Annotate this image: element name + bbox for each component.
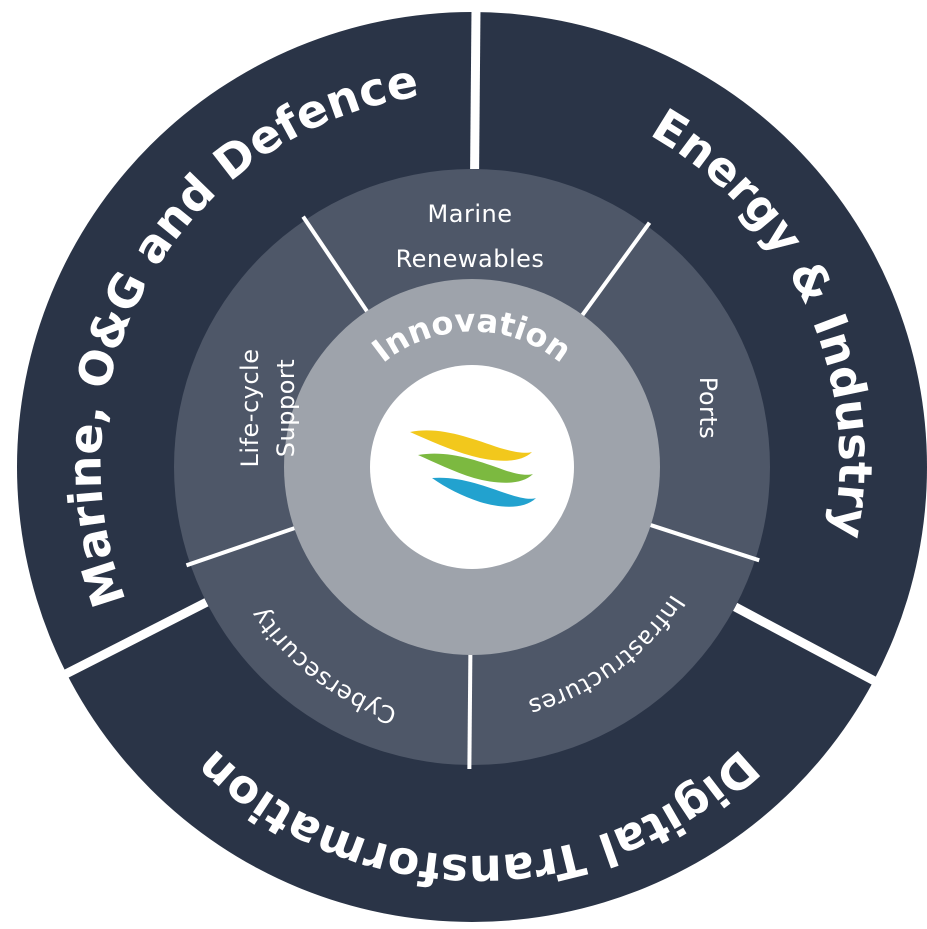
wave-logo-icon: [410, 430, 536, 507]
outer-ring-divider: [470, 4, 481, 170]
middle-ring-divider: [467, 651, 473, 770]
segment-label-ports: Ports: [694, 377, 722, 440]
middle-ring-divider: [301, 215, 371, 315]
logo-blue-wave: [432, 477, 536, 507]
middle-ring-divider: [185, 525, 298, 568]
label-line: Marine: [428, 200, 513, 228]
middle-ring-divider: [647, 522, 760, 563]
label-line: Life-cycle: [236, 349, 264, 468]
outer-ring-divider: [733, 602, 888, 691]
label-line: Support: [272, 359, 300, 457]
logo-yellow-wave: [410, 430, 532, 461]
label-line: Renewables: [396, 245, 545, 273]
outer-ring-divider: [51, 598, 209, 685]
segment-label-life-cycle-support: Life-cycle Support: [236, 349, 300, 468]
middle-ring-divider: [579, 221, 652, 319]
logo-green-wave: [418, 453, 533, 483]
